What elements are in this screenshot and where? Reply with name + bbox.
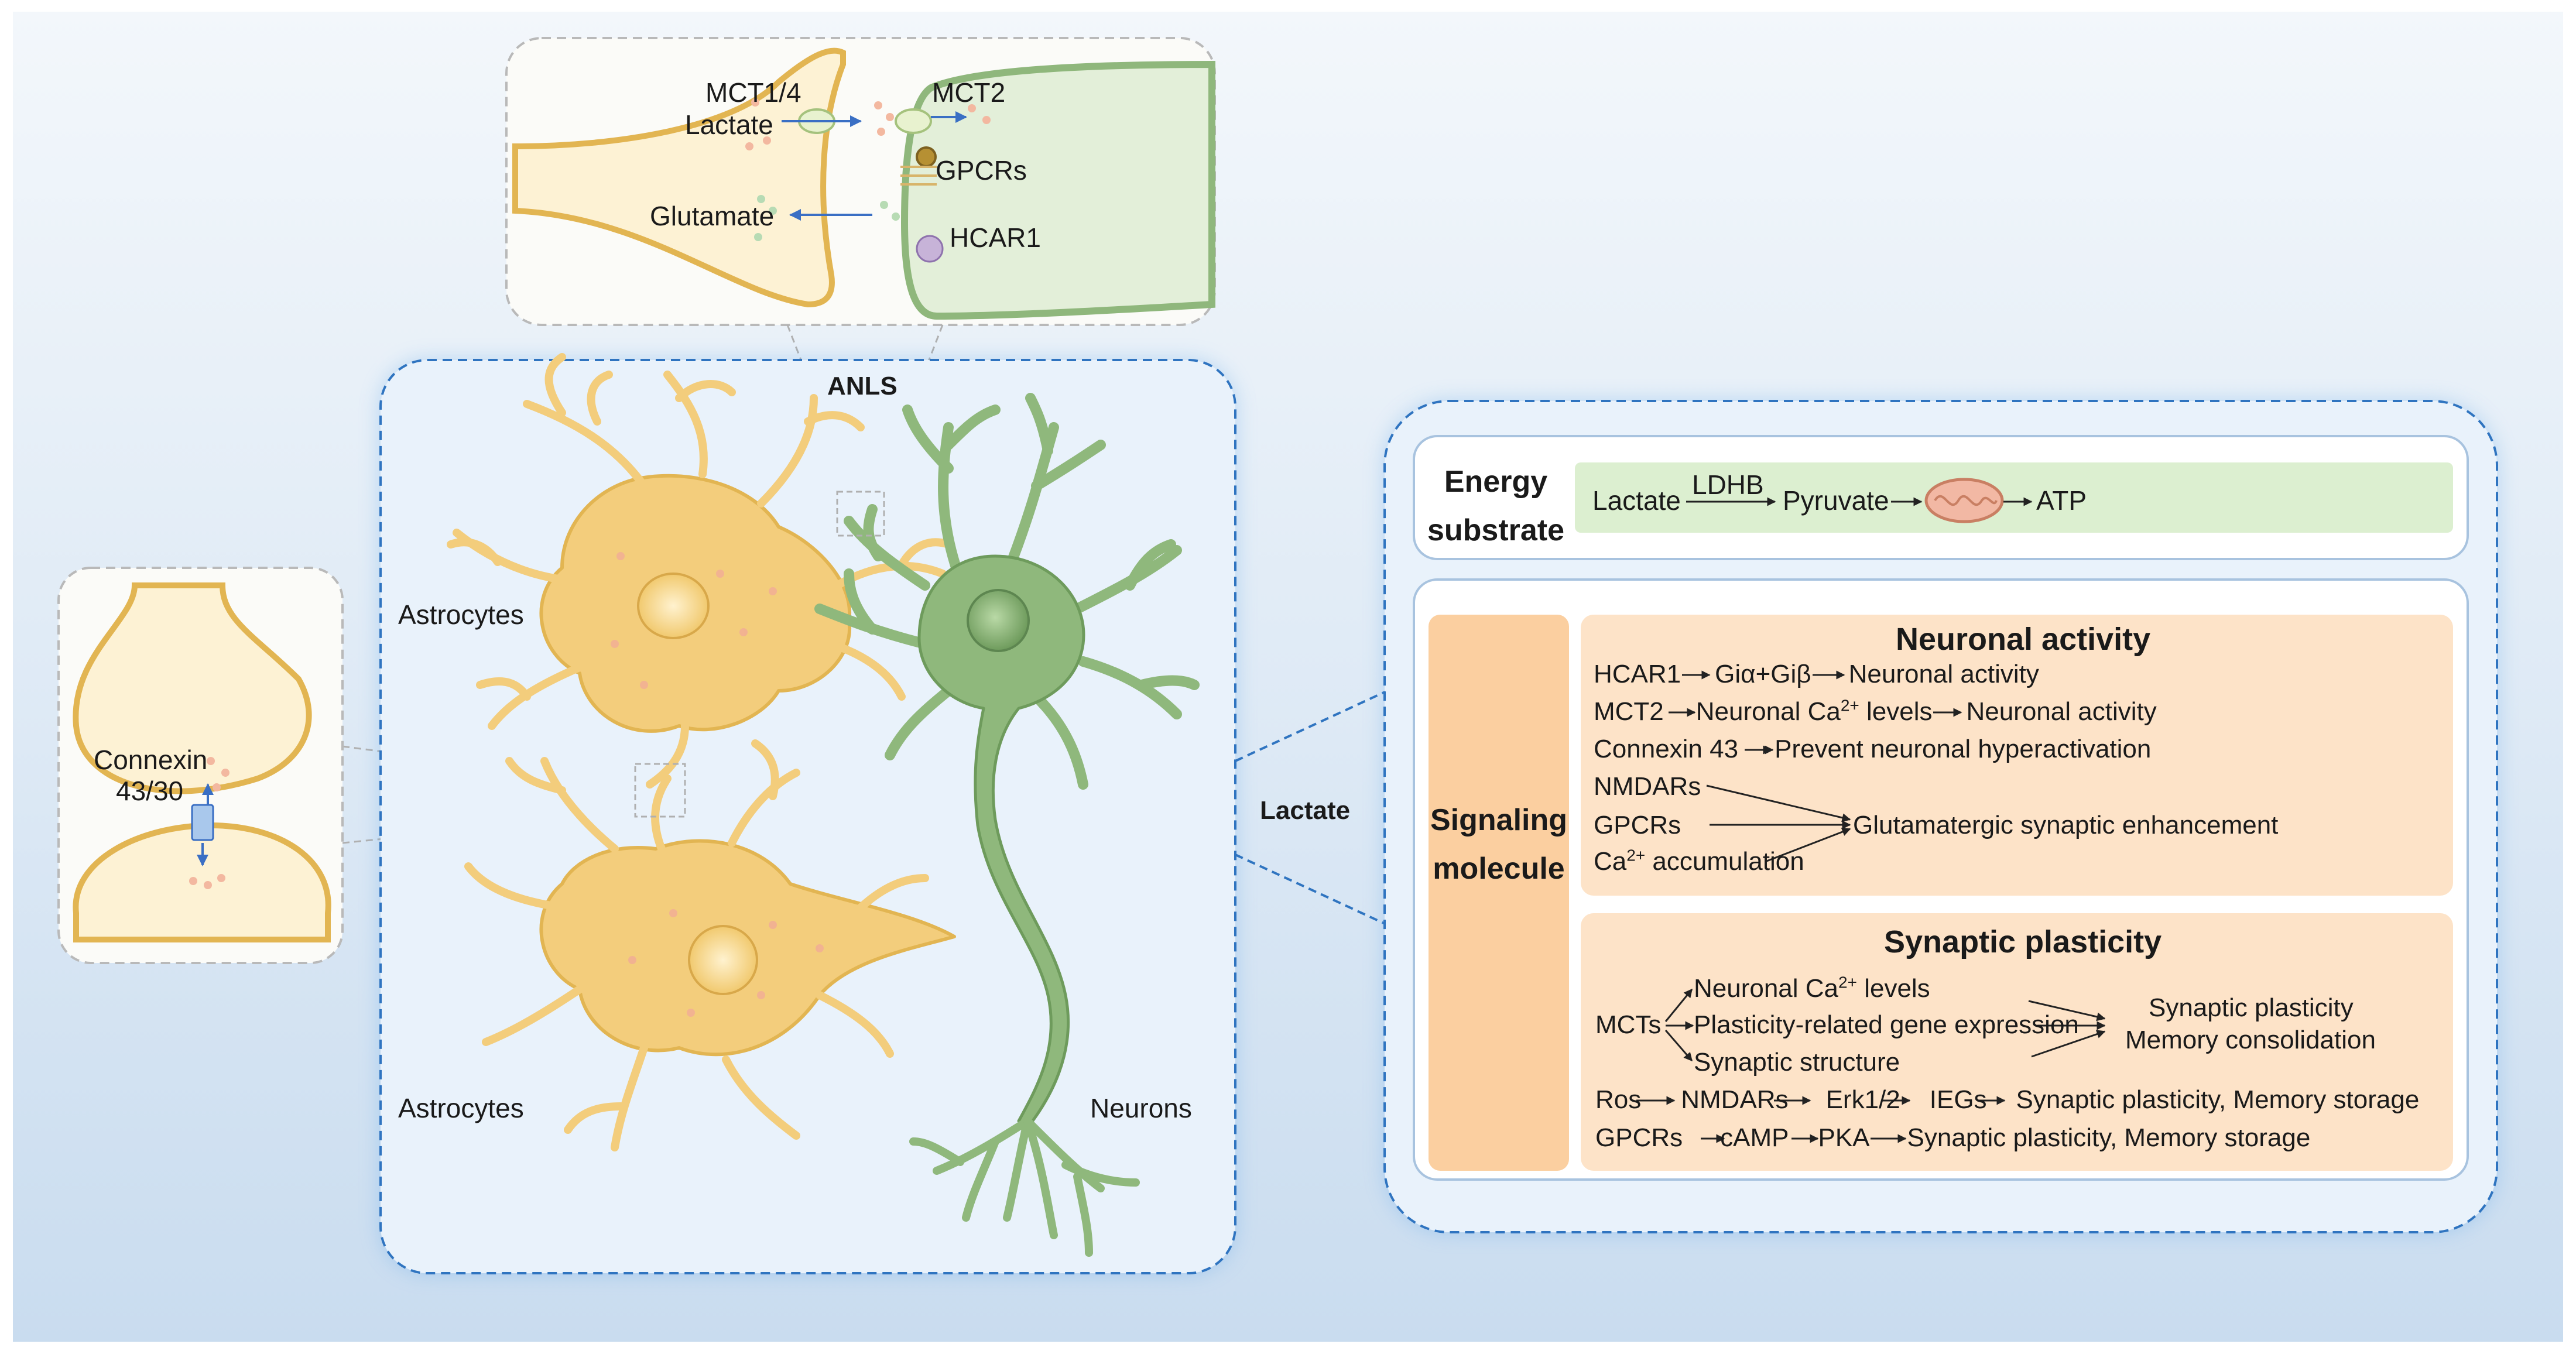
lactate-function-panel [1383, 400, 2498, 1233]
mitochondrion-icon [1924, 478, 2004, 523]
gpcr-icon [916, 146, 937, 167]
na-mct2: MCT2 [1594, 697, 1664, 726]
gpcrs-label: GPCRs [936, 155, 1027, 186]
hcar1-icon [916, 235, 944, 263]
connexin-number-label: 43/30 [116, 776, 184, 806]
gap-junction-inset [57, 567, 344, 964]
na-line-mct2: MCT2 Neuronal Ca2+ levels Neuronal activit… [1594, 696, 2157, 726]
signaling-molecule-label: Signaling molecule [1429, 796, 1569, 893]
na-line-ca: Ca2+ accumulation [1594, 846, 1804, 876]
neuron [814, 393, 1200, 1257]
synapse-zoom-marker [836, 491, 885, 537]
sp-ca-sup: 2+ [1838, 973, 1857, 992]
astrocyte-nucleus [637, 573, 710, 639]
na-hcar1: HCAR1 [1594, 660, 1681, 688]
sp-camp: cAMP [1720, 1123, 1789, 1152]
na-ca-levels: Neuronal Ca [1695, 697, 1841, 726]
sp-line-gpcrs: GPCRs cAMP PKA Synaptic plasticity, Memory … [1595, 1125, 2310, 1151]
neurons-label: Neurons [1090, 1093, 1192, 1123]
na-accumulation: accumulation [1645, 847, 1804, 876]
na-ca: Ca [1594, 847, 1627, 876]
na-line-hcar1: HCAR1 Giα+Giβ Neuronal activity [1594, 661, 2039, 687]
sp-ros-result: Synaptic plasticity, Memory storage [2016, 1085, 2420, 1114]
neuronal-activity-title: Neuronal activity [1896, 622, 2151, 657]
na-glutamatergic: Glutamatergic synaptic enhancement [1853, 811, 2279, 839]
energy-lactate: Lactate [1592, 485, 1681, 516]
sp-gpcrs-result: Synaptic plasticity, Memory storage [1907, 1123, 2311, 1152]
astrocyte-nucleus [688, 925, 758, 995]
mct2-transporter-icon [895, 108, 932, 134]
energy-substrate-label: Energy substrate [1423, 458, 1569, 555]
neuron-terminal [900, 60, 1215, 320]
sp-gpcrs: GPCRs [1595, 1123, 1683, 1152]
connexin-channel-icon [191, 804, 214, 841]
na-connexin-result: Prevent neuronal hyperactivation [1775, 735, 2152, 763]
sp-branch-structure: Synaptic structure [1694, 1048, 1900, 1077]
lactate-connectors [1235, 690, 1388, 926]
sp-pka: PKA [1818, 1123, 1870, 1152]
anls-panel [379, 353, 1236, 1274]
sp-ca: Neuronal Ca [1694, 974, 1839, 1003]
na-ca2-sup: 2+ [1626, 846, 1646, 865]
astrocyte-terminal [512, 47, 846, 308]
na-gi: Giα+Giβ [1715, 660, 1811, 688]
mct14-label: MCT1/4 [705, 77, 801, 108]
ldhb-label: LDHB [1692, 469, 1764, 500]
astrocyte-top [447, 353, 953, 789]
energy-label-line1: Energy [1444, 465, 1548, 499]
atp-label: ATP [2036, 485, 2087, 516]
glutamate-dots-icon [754, 195, 900, 241]
lactate-label: Lactate [685, 109, 773, 140]
sp-branch-ca: Neuronal Ca2+ levels [1694, 973, 1930, 1003]
signaling-label-line1: Signaling [1430, 803, 1567, 837]
mct2-label: MCT2 [932, 77, 1006, 108]
sp-ros: Ros [1595, 1085, 1642, 1114]
na-connexin: Connexin 43 [1594, 735, 1739, 763]
synapse-inset [505, 37, 1216, 326]
na-ca-levels-b: levels [1859, 697, 1933, 726]
hcar1-label: HCAR1 [950, 222, 1041, 253]
na-ca-sup: 2+ [1840, 696, 1859, 715]
signaling-label-line2: molecule [1433, 852, 1565, 886]
sp-branch-gene: Plasticity-related gene expression [1694, 1010, 2079, 1039]
astrocytes-bottom-label: Astrocytes [398, 1093, 524, 1123]
na-nmdars: NMDARs [1594, 772, 1701, 801]
gap-zoom-marker [634, 763, 686, 818]
glutamate-label: Glutamate [650, 201, 775, 231]
neuron-nucleus [967, 589, 1030, 652]
sp-nmdars: NMDARs [1681, 1085, 1789, 1114]
lactate-dots-icon [745, 98, 991, 150]
pyruvate-label: Pyruvate [1783, 485, 1889, 516]
na-hcar1-result: Neuronal activity [1848, 660, 2039, 688]
connexin-label: Connexin [94, 745, 208, 775]
receptor-cluster-icon [900, 166, 937, 186]
na-gpcrs: GPCRs [1594, 811, 1681, 839]
energy-label-line2: substrate [1427, 513, 1565, 548]
sp-mcts: MCTs [1595, 1010, 1662, 1039]
na-mct2-result: Neuronal activity [1966, 697, 2157, 726]
sp-erk: Erk1/2 [1825, 1085, 1900, 1114]
astrocyte-bottom [464, 739, 956, 1151]
sp-ca-levels: levels [1856, 974, 1930, 1003]
astrocytes-top-label: Astrocytes [398, 599, 524, 630]
lactate-connector-label: Lactate [1260, 796, 1351, 825]
sp-line-ros: Ros NMDARs Erk1/2 IEGs Synaptic plasticity, … [1595, 1087, 2419, 1113]
sp-iegs: IEGs [1929, 1085, 1987, 1114]
na-line-connexin: Connexin 43 Prevent neuronal hyperactivat… [1594, 736, 2151, 762]
anls-title: ANLS [827, 372, 898, 400]
synaptic-plasticity-title: Synaptic plasticity [1884, 924, 2162, 959]
astrocyte-dots-icon [611, 552, 824, 1017]
sp-out-memory: Memory consolidation [2125, 1026, 2376, 1054]
sp-out-plasticity: Synaptic plasticity [2149, 993, 2354, 1022]
